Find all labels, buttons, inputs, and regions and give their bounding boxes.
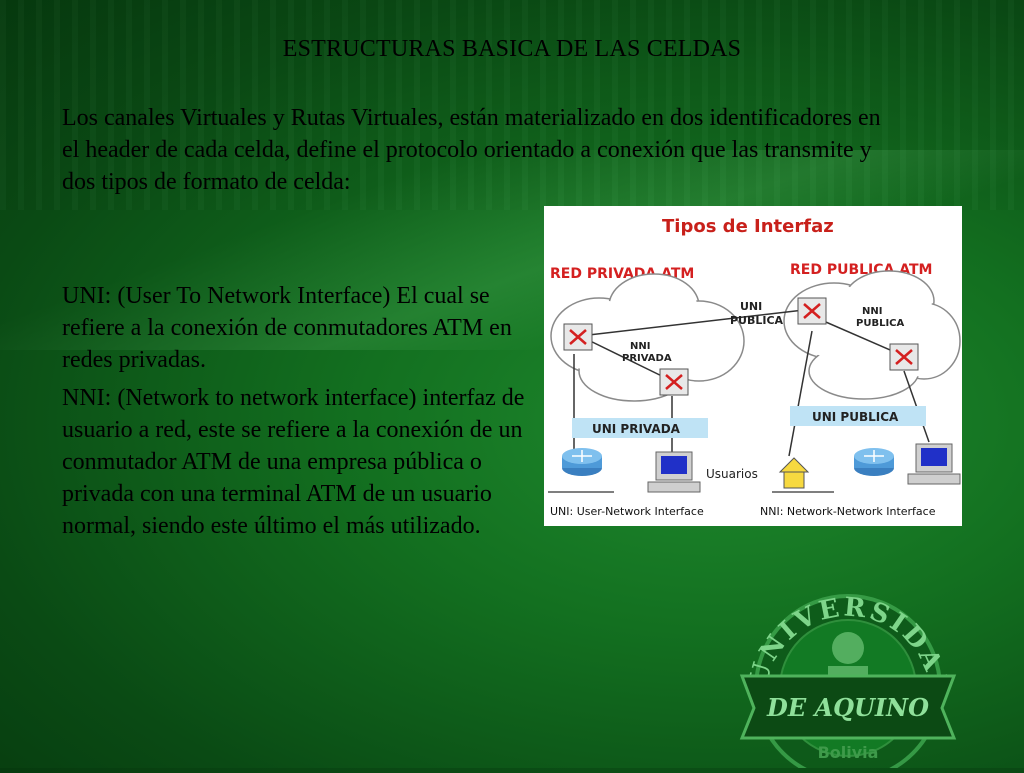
atm-switch-icon bbox=[889, 343, 919, 371]
uni-paragraph: UNI: (User To Network Interface) El cual… bbox=[62, 283, 512, 373]
atm-switch-icon bbox=[797, 297, 827, 325]
seal-banner-text: DE AQUINO bbox=[766, 693, 929, 722]
uni-publica-box bbox=[790, 406, 926, 426]
router-icon bbox=[854, 448, 894, 476]
computer-icon bbox=[907, 443, 961, 485]
interface-types-diagram: Tipos de Interfaz RED PRIVADA ATM RED PU… bbox=[544, 206, 962, 526]
slide-title: ESTRUCTURAS BASICA DE LAS CELDAS bbox=[282, 36, 742, 62]
nni-privada-label-top: NNI bbox=[630, 341, 650, 352]
background-texture bbox=[0, 0, 1024, 210]
uni-publica-label-bottom: PUBLICA bbox=[730, 314, 784, 327]
uni-publica-box-label: UNI PUBLICA bbox=[812, 410, 899, 424]
seal-banner bbox=[739, 674, 957, 740]
router-icon bbox=[562, 448, 602, 476]
legend-uni: UNI: User-Network Interface bbox=[550, 505, 704, 518]
seal-bottom-text: Bolivia bbox=[818, 743, 879, 762]
nni-publica-label-top: NNI bbox=[862, 306, 882, 317]
nni-paragraph: NNI: (Network to network interface) inte… bbox=[62, 385, 525, 539]
users-label: Usuarios bbox=[706, 467, 758, 481]
computer-icon bbox=[647, 451, 701, 493]
uni-privada-box bbox=[572, 418, 708, 438]
private-cloud-fill bbox=[553, 276, 742, 399]
nni-privada-label-bottom: PRIVADA bbox=[622, 353, 672, 364]
uni-publica-label-top: UNI bbox=[740, 300, 762, 313]
legend-nni: NNI: Network-Network Interface bbox=[760, 505, 936, 518]
atm-switch-icon bbox=[563, 323, 593, 351]
uni-privada-label: UNI PRIVADA bbox=[592, 422, 681, 436]
intro-paragraph: Los canales Virtuales y Rutas Virtuales,… bbox=[62, 105, 881, 195]
house-icon bbox=[778, 457, 810, 489]
nni-publica-label-bottom: PUBLICA bbox=[856, 318, 905, 329]
atm-switch-icon bbox=[659, 368, 689, 396]
diagram-title: Tipos de Interfaz bbox=[662, 216, 834, 237]
